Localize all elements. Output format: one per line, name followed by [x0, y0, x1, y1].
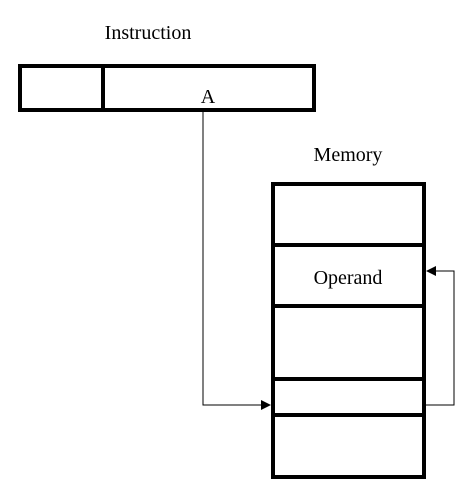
indirect-operand-arrow	[426, 266, 455, 406]
memory-block	[271, 182, 426, 479]
memory-outline	[271, 182, 426, 479]
operand-label: Operand	[314, 267, 383, 289]
address-pointer-arrow	[202, 112, 271, 410]
instruction-label: Instruction	[105, 22, 192, 44]
address-field-label: A	[201, 86, 216, 108]
instruction-outline	[18, 64, 316, 112]
memory-label: Memory	[314, 144, 383, 166]
instruction-box	[18, 64, 316, 112]
